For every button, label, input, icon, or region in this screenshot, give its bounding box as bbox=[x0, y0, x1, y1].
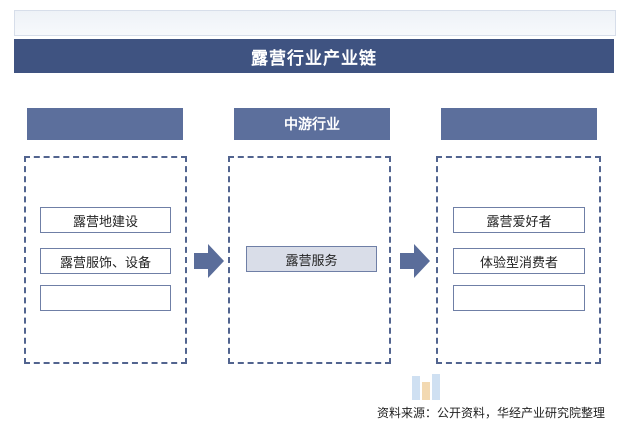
upstream-item bbox=[40, 285, 171, 311]
midstream-box bbox=[228, 156, 391, 364]
downstream-item bbox=[453, 285, 585, 311]
upstream-box bbox=[24, 156, 187, 364]
midstream-item: 露营服务 bbox=[246, 246, 377, 272]
logo-mark bbox=[412, 374, 440, 400]
upstream-item: 露营服饰、设备 bbox=[40, 248, 171, 274]
downstream-item: 露营爱好者 bbox=[453, 207, 585, 233]
downstream-item: 体验型消费者 bbox=[453, 248, 585, 274]
column-header-upstream bbox=[27, 108, 183, 140]
column-header-midstream: 中游行业 bbox=[234, 108, 390, 140]
diagram-title: 露营行业产业链 bbox=[251, 48, 377, 69]
column-header-downstream bbox=[441, 108, 597, 140]
upstream-item: 露营地建设 bbox=[40, 207, 171, 233]
arrow-right-icon bbox=[194, 244, 224, 278]
source-note: 资料来源：公开资料，华经产业研究院整理 bbox=[376, 406, 605, 420]
title-bar: 露营行业产业链 bbox=[14, 39, 614, 73]
arrow-right-icon bbox=[400, 244, 430, 278]
top-band bbox=[14, 10, 616, 36]
downstream-box bbox=[436, 156, 601, 364]
